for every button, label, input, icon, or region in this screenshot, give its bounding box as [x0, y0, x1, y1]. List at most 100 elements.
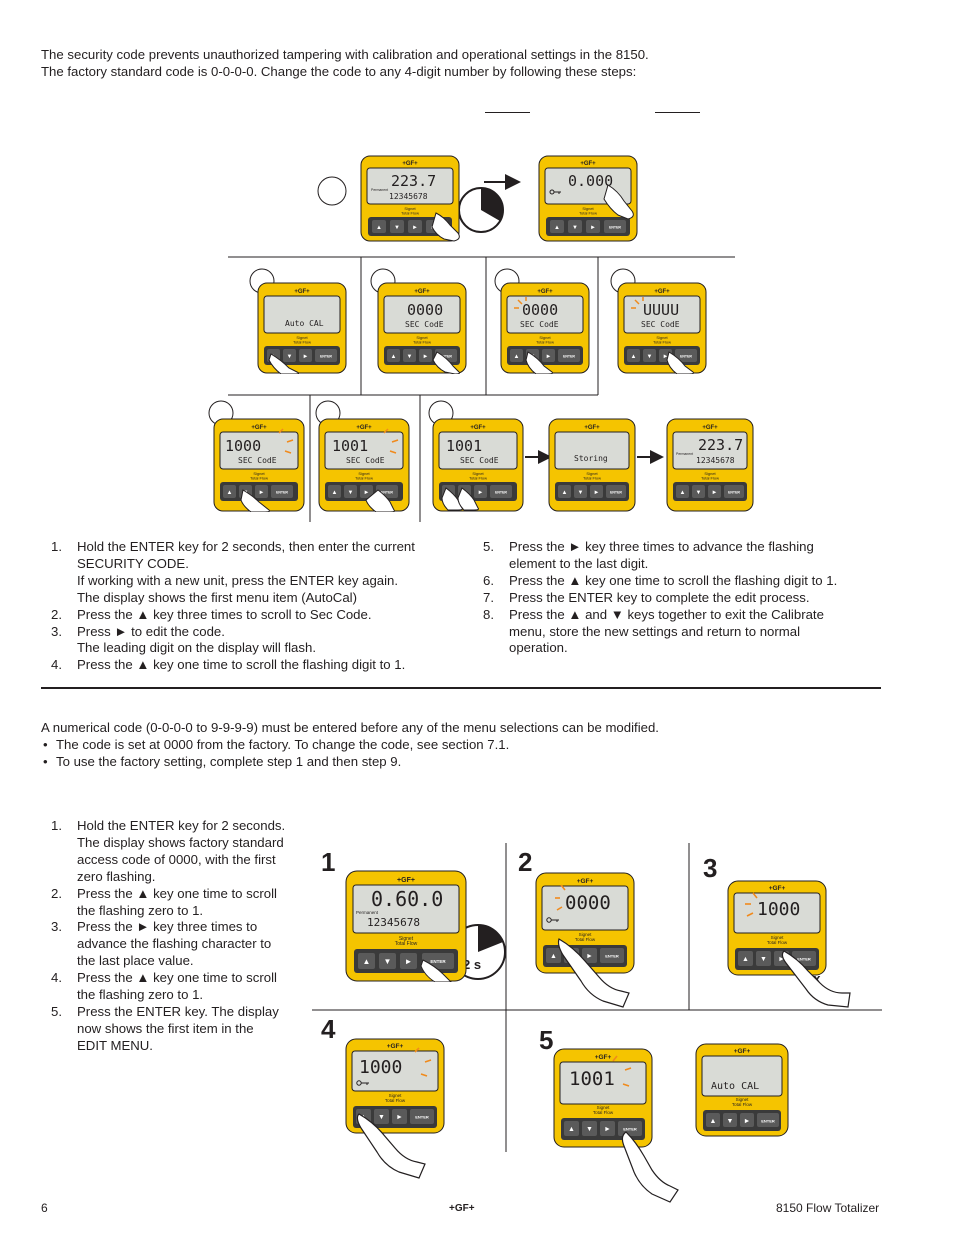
totalizer-panel: +GF+ Auto CAL Signet Total Flow ▲ ▼ ► EN… — [257, 282, 347, 374]
svg-text:+GF+: +GF+ — [595, 1054, 612, 1061]
svg-text:Signet: Signet — [253, 471, 265, 476]
page-number: 6 — [41, 1201, 48, 1215]
totalizer-panel: +GF+ 223.7 Permanent 12345678 Signet Tot… — [666, 418, 754, 512]
totalizer-panel: +GF+ 0000 SEC CodE Signet Total Flow ▲ ▼… — [377, 282, 467, 374]
svg-text:►: ► — [604, 1126, 611, 1133]
svg-text:Signet: Signet — [472, 471, 484, 476]
svg-text:ENTER: ENTER — [415, 1115, 429, 1120]
svg-text:+GF+: +GF+ — [537, 289, 553, 295]
svg-text:▲: ▲ — [562, 490, 568, 496]
svg-text:+GF+: +GF+ — [769, 885, 786, 892]
svg-text:▼: ▼ — [407, 354, 413, 360]
svg-text:▼: ▼ — [287, 354, 293, 360]
svg-text:►: ► — [412, 225, 418, 231]
svg-text:Signet: Signet — [656, 335, 668, 340]
list-item: •The code is set at 0000 from the factor… — [43, 737, 510, 752]
svg-text:▲: ▲ — [742, 956, 749, 963]
svg-text:Total Flow: Total Flow — [395, 941, 418, 947]
svg-text:►: ► — [396, 1114, 403, 1121]
svg-text:Signet: Signet — [399, 936, 414, 942]
svg-text:Total Flow: Total Flow — [575, 937, 596, 942]
intro-line-2: The factory standard code is 0-0-0-0. Ch… — [41, 64, 637, 79]
svg-text:+GF+: +GF+ — [702, 425, 718, 431]
svg-text:►: ► — [594, 490, 600, 496]
display-main: 1000 — [757, 899, 800, 920]
steps-list-right: 5.Press the ► key three times to advance… — [473, 539, 893, 657]
list-item: 1.Hold the ENTER key for 2 seconds.The d… — [51, 818, 286, 884]
intro-line-1: The security code prevents unauthorized … — [41, 47, 649, 62]
steps-list-left: 1. Hold the ENTER key for 2 seconds, the… — [41, 539, 471, 674]
steps-list-access: 1.Hold the ENTER key for 2 seconds.The d… — [41, 818, 311, 1055]
svg-text:Total Flow: Total Flow — [653, 340, 671, 345]
svg-text:ENTER: ENTER — [320, 355, 332, 359]
display-sub: SEC CodE — [641, 320, 680, 329]
svg-text:Total Flow: Total Flow — [583, 476, 601, 481]
svg-text:Total Flow: Total Flow — [732, 1102, 753, 1107]
svg-text:Total Flow: Total Flow — [385, 1098, 406, 1103]
svg-text:▼: ▼ — [696, 490, 702, 496]
svg-text:Total Flow: Total Flow — [579, 211, 597, 216]
section-divider — [41, 687, 881, 689]
svg-text:+GF+: +GF+ — [584, 425, 600, 431]
svg-text:ENTER: ENTER — [797, 957, 811, 962]
svg-text:ENTER: ENTER — [276, 491, 288, 495]
svg-text:Total Flow: Total Flow — [293, 340, 311, 345]
totalizer-panel: +GF+ 0.000 Signet Total Flow ▲ ▼ ► ENTER — [538, 155, 638, 242]
svg-text:Signet: Signet — [736, 1097, 750, 1102]
flash-indicator-icon — [383, 428, 399, 454]
svg-text:▲: ▲ — [227, 490, 233, 496]
display-sub: SEC CodE — [346, 456, 385, 465]
flash-indicator-icon — [555, 884, 566, 911]
svg-text:►: ► — [405, 957, 413, 966]
svg-text:Total Flow: Total Flow — [250, 476, 268, 481]
svg-text:▼: ▼ — [394, 225, 400, 231]
svg-text:+GF+: +GF+ — [577, 878, 594, 885]
svg-text:ENTER: ENTER — [761, 1119, 775, 1124]
svg-text:Signet: Signet — [586, 471, 598, 476]
svg-text:►: ► — [546, 354, 552, 360]
svg-text:Permanent: Permanent — [371, 188, 388, 192]
svg-text:ENTER: ENTER — [430, 959, 446, 964]
display-sub: SEC CodE — [238, 456, 277, 465]
step-number: 5 — [539, 1025, 554, 1055]
svg-text:Total Flow: Total Flow — [413, 340, 431, 345]
svg-text:▲: ▲ — [514, 354, 520, 360]
totalizer-panel: +GF+ 0000 SEC CodE Signet Total Flow ▲ ▼… — [500, 282, 590, 374]
svg-text:▲: ▲ — [631, 354, 637, 360]
svg-text:▼: ▼ — [727, 1118, 734, 1125]
list-item: 3.Press ► to edit the code.The leading d… — [51, 623, 316, 656]
flash-indicator-icon — [745, 892, 758, 917]
key-icon — [549, 189, 561, 195]
totalizer-panel: +GF+ 1001 SEC CodE Signet Total Flow ▲ ▼… — [432, 418, 524, 512]
pointing-hand-icon — [557, 938, 630, 1008]
display-main: 1001 — [332, 437, 368, 455]
display-main: UUUU — [643, 301, 679, 319]
totalizer-panel: +GF+ 1000 SEC CodE Signet Total Flow ▲ ▼… — [213, 418, 305, 512]
pointing-hand-icon — [781, 950, 851, 1008]
svg-text:+GF+: +GF+ — [387, 1043, 404, 1050]
svg-text:Signet: Signet — [539, 335, 551, 340]
list-item: 5.Press the ► key three times to advance… — [483, 539, 814, 571]
svg-text:Total Flow: Total Flow — [593, 1110, 614, 1115]
svg-text:▼: ▼ — [572, 225, 578, 231]
totalizer-panel: +GF+ UUUU SEC CodE Signet Total Flow ▲ ▼… — [617, 282, 707, 374]
list-item: 1. Hold the ENTER key for 2 seconds, the… — [51, 539, 415, 605]
flash-indicator-icon — [514, 297, 527, 309]
totalizer-panel: +GF+ 223.7 Permanent 12345678 Signet Tot… — [360, 155, 460, 242]
display-sub: 12345678 — [367, 916, 420, 929]
list-item: 4.Press the ▲ key one time to scroll the… — [51, 657, 406, 673]
totalizer-panel: +GF+ 1001 Signet Total Flow ▲ ▼ ► ENTER — [553, 1048, 653, 1148]
display-sub: Storing — [574, 454, 608, 463]
svg-text:Signet: Signet — [579, 932, 593, 937]
blank-rule-2 — [655, 112, 700, 113]
step-number: 4 — [321, 1014, 336, 1044]
svg-text:ENTER: ENTER — [609, 226, 621, 230]
svg-text:▲: ▲ — [363, 957, 371, 966]
step-number: 3 — [703, 853, 718, 883]
svg-text:▲: ▲ — [550, 953, 557, 960]
svg-text:►: ► — [590, 225, 596, 231]
display-main: 223.7 — [391, 172, 436, 190]
